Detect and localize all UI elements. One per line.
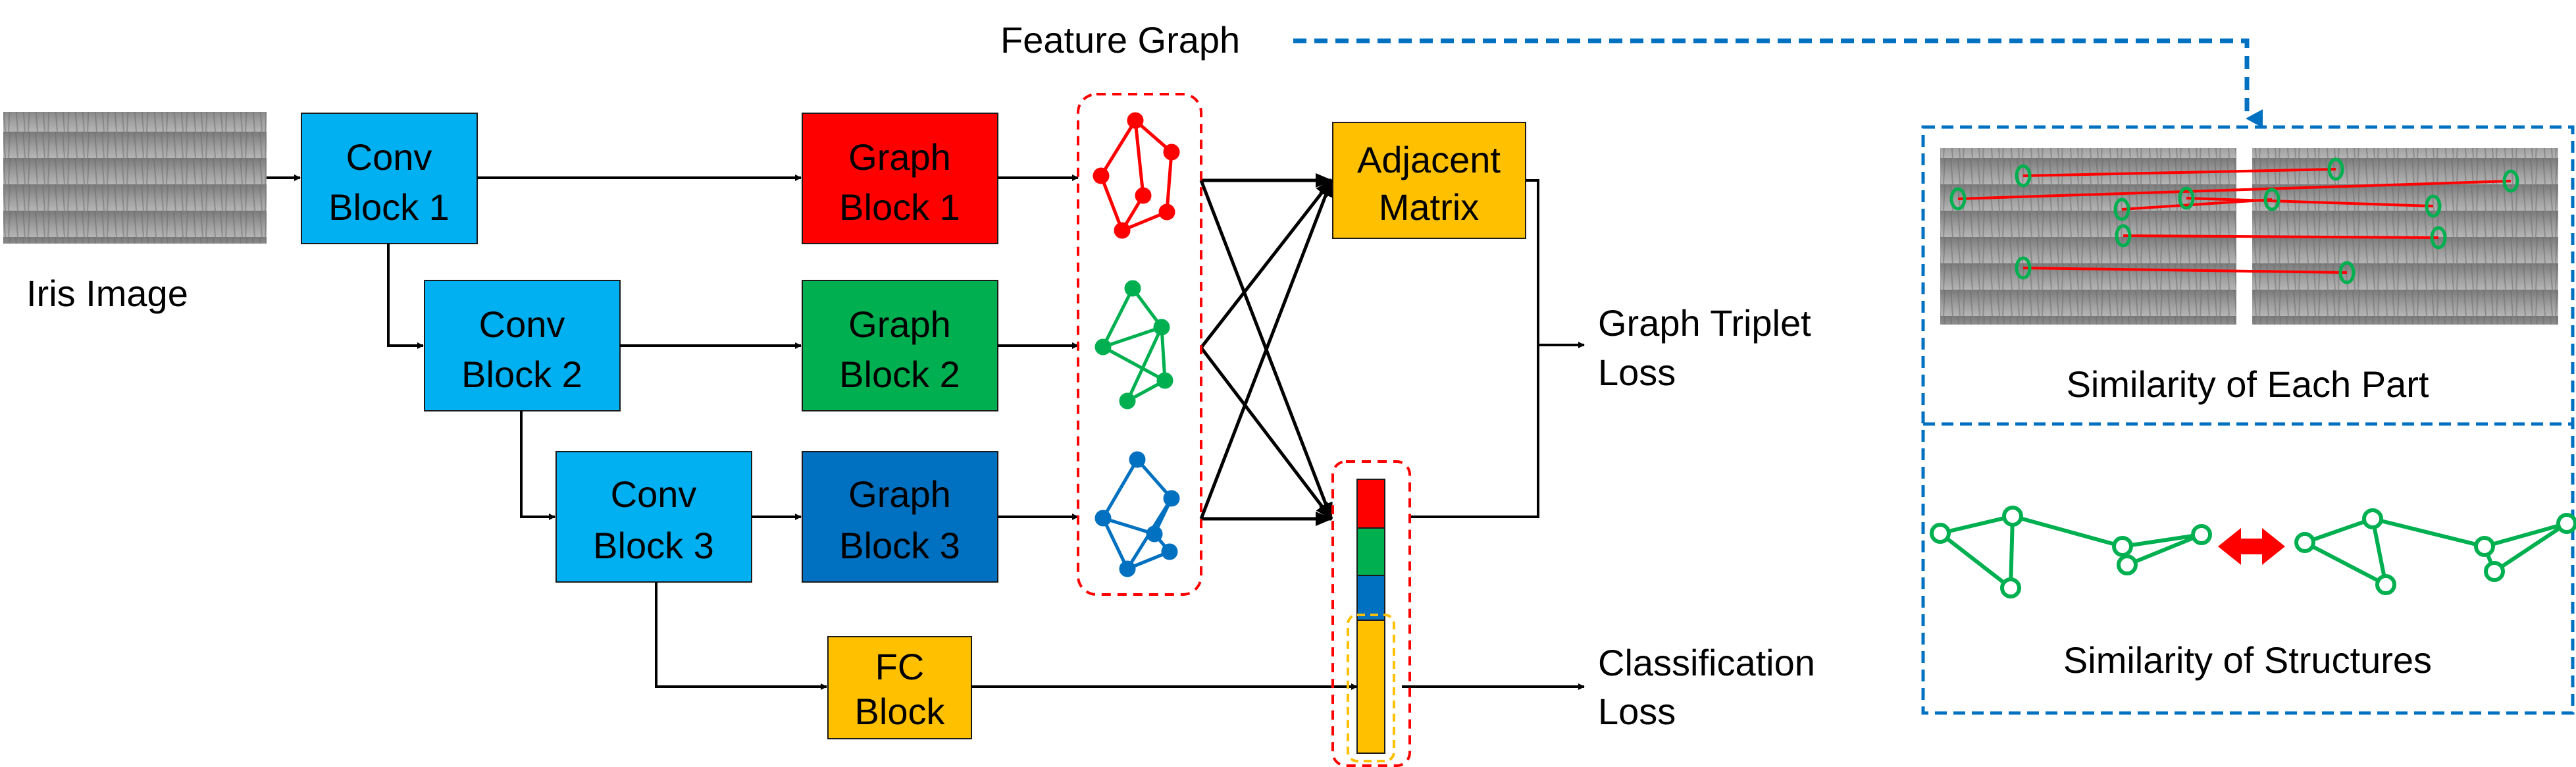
conv-block-2-line1: Conv (479, 304, 565, 345)
conv-block-3: Conv Block 3 (555, 451, 752, 583)
part-match-lines (1957, 168, 2512, 274)
feature-graph-connector (1293, 38, 2263, 128)
classification-loss-label-2: Loss (1598, 691, 1676, 732)
feature-graph-group-border (1077, 93, 1202, 596)
graph-triplet-loss-label-2: Loss (1598, 352, 1676, 393)
similarity-panel-border (1921, 125, 2575, 715)
adjacent-matrix-block: Adjacent Matrix (1332, 122, 1526, 239)
conv-block-3-line1: Conv (611, 473, 697, 515)
feature-graph-blue (1095, 451, 1180, 577)
graph-block-2: Graph Block 2 (802, 280, 998, 411)
feature-graph-green (1095, 280, 1173, 410)
graph-block-2-line2: Block 2 (839, 354, 960, 395)
adjacent-matrix-line1: Adjacent (1357, 139, 1501, 180)
graph-block-3-line1: Graph (848, 473, 951, 515)
classification-loss-label-1: Classification (1598, 642, 1815, 683)
feature-vector-group-border (1331, 460, 1411, 767)
adjacent-matrix-line2: Matrix (1379, 186, 1479, 228)
graph-block-1: Graph Block 1 (802, 113, 998, 244)
conv-block-2-line2: Block 2 (461, 354, 582, 395)
graph-block-1-line1: Graph (848, 136, 951, 178)
feature-vector (1356, 479, 1385, 754)
conv-block-1: Conv Block 1 (301, 113, 478, 244)
graph-block-1-line2: Block 1 (839, 186, 960, 228)
conv-block-1-line1: Conv (346, 136, 432, 178)
conv-block-1-line2: Block 1 (328, 186, 450, 228)
feature-graph-label: Feature Graph (1000, 19, 1240, 61)
iris-image-label: Iris Image (26, 273, 188, 314)
similarity-structures-label: Similarity of Structures (2063, 639, 2432, 681)
feature-graph-red (1093, 112, 1180, 239)
flow-arrows (267, 174, 1358, 690)
fc-block-line2: Block (855, 691, 946, 732)
part-match-nodes (1949, 157, 2519, 284)
fc-block-line1: FC (875, 646, 925, 687)
graph-block-3: Graph Block 3 (802, 451, 998, 583)
graph-block-2-line1: Graph (848, 304, 951, 345)
structure-graph-right (2294, 508, 2576, 595)
conv-block-3-line2: Block 3 (593, 525, 714, 566)
loss-arrows (1402, 179, 1585, 690)
graph-block-3-line2: Block 3 (839, 525, 960, 566)
double-arrow-icon (2218, 528, 2285, 565)
fc-feature-dashed-border (1347, 614, 1395, 762)
conv-block-2: Conv Block 2 (424, 280, 621, 411)
graph-triplet-loss-label-1: Graph Triplet (1598, 302, 1811, 344)
similarity-each-part-label: Similarity of Each Part (2067, 363, 2429, 405)
iris-image-thumbnail (3, 112, 267, 244)
crossing-arrows (1199, 173, 1333, 526)
structure-graph-left (1930, 506, 2212, 598)
fc-block: FC Block (827, 636, 972, 739)
